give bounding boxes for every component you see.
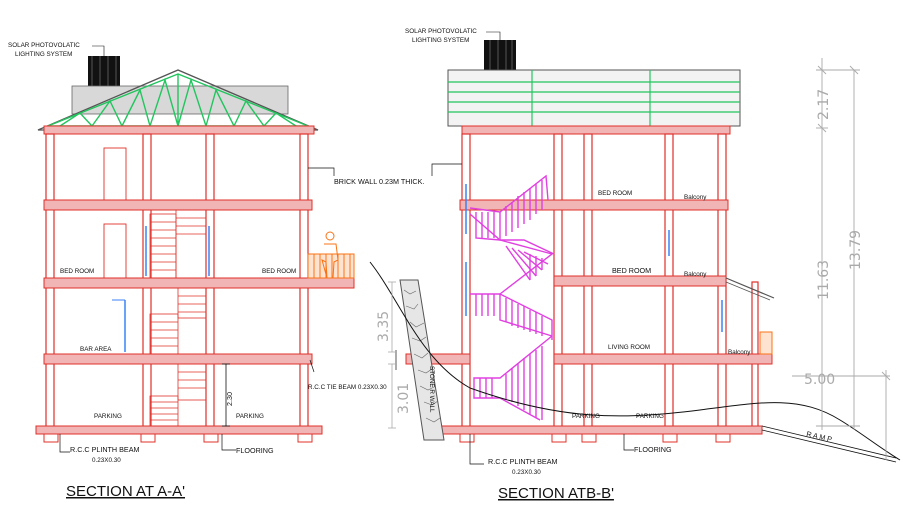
balcony-railing-a <box>307 253 355 279</box>
stone-wall-label: STONE R WALL <box>428 366 435 413</box>
brick-wall-label: BRICK WALL 0.23M THICK. <box>334 177 424 186</box>
floor-slabs-a <box>35 199 355 435</box>
stair-b <box>469 174 555 421</box>
section-b-building <box>369 31 901 465</box>
bed-room-b-top: BED ROOM <box>598 190 632 197</box>
solar-label-b-2: LIGHTING SYSTEM <box>412 37 469 44</box>
solar-label-a-1: SOLAR PHOTOVOLATIC <box>8 42 80 49</box>
ground-line <box>369 261 901 461</box>
dim-301: 3.01 <box>396 383 412 414</box>
person-figure <box>321 231 339 279</box>
dimension-lines <box>792 58 891 460</box>
roof-b <box>447 69 741 127</box>
flooring-b: FLOORING <box>634 445 672 454</box>
bed-room-b-mid: BED ROOM <box>612 266 651 275</box>
stone-retaining-wall <box>399 279 445 441</box>
bed-room-a-left: BED ROOM <box>60 268 94 275</box>
dim-500: 5.00 <box>804 372 835 388</box>
solar-tank-b <box>484 40 516 70</box>
tie-beam-label: R.C.C TIE BEAM 0.23X0.30 <box>308 384 387 391</box>
solar-tank-a <box>88 56 120 86</box>
dim-335: 3.35 <box>376 311 392 342</box>
plinth-beam-a-1: R.C.C PLINTH BEAM <box>70 445 140 454</box>
section-a-building <box>35 45 355 453</box>
solar-label-a-2: LIGHTING SYSTEM <box>15 51 72 58</box>
dim-217: 2.17 <box>816 89 832 120</box>
dim-230: 2.30 <box>225 392 234 406</box>
section-b-title: SECTION ATB-B' <box>498 485 614 502</box>
balcony-b-top: Balcony <box>684 194 707 201</box>
parking-b-1: PARKING <box>572 413 600 420</box>
parking-b-2: PARKING <box>636 413 664 420</box>
dim-1163: 11.63 <box>816 260 832 300</box>
balcony-b-low: Balcony <box>728 349 751 356</box>
bed-room-a-right: BED ROOM <box>262 268 296 275</box>
section-a-title: SECTION AT A-A' <box>66 483 185 500</box>
flooring-a: FLOORING <box>236 446 274 455</box>
stair-a <box>149 209 207 427</box>
parking-a-left: PARKING <box>94 413 122 420</box>
balcony-b-mid: Balcony <box>684 271 707 278</box>
plinth-beam-b-1: R.C.C PLINTH BEAM <box>488 457 558 466</box>
plinth-beam-a-2: 0.23X0.30 <box>92 457 121 464</box>
door-a-top <box>103 147 127 201</box>
solar-label-b-1: SOLAR PHOTOVOLATIC <box>405 28 477 35</box>
plinth-beam-b-2: 0.23X0.30 <box>512 469 541 476</box>
bar-area-label: BAR AREA <box>80 346 112 353</box>
dim-1379: 13.79 <box>848 230 864 270</box>
door-a-mid <box>103 223 127 279</box>
living-room-label: LIVING ROOM <box>608 344 650 351</box>
parking-a-right: PARKING <box>236 413 264 420</box>
